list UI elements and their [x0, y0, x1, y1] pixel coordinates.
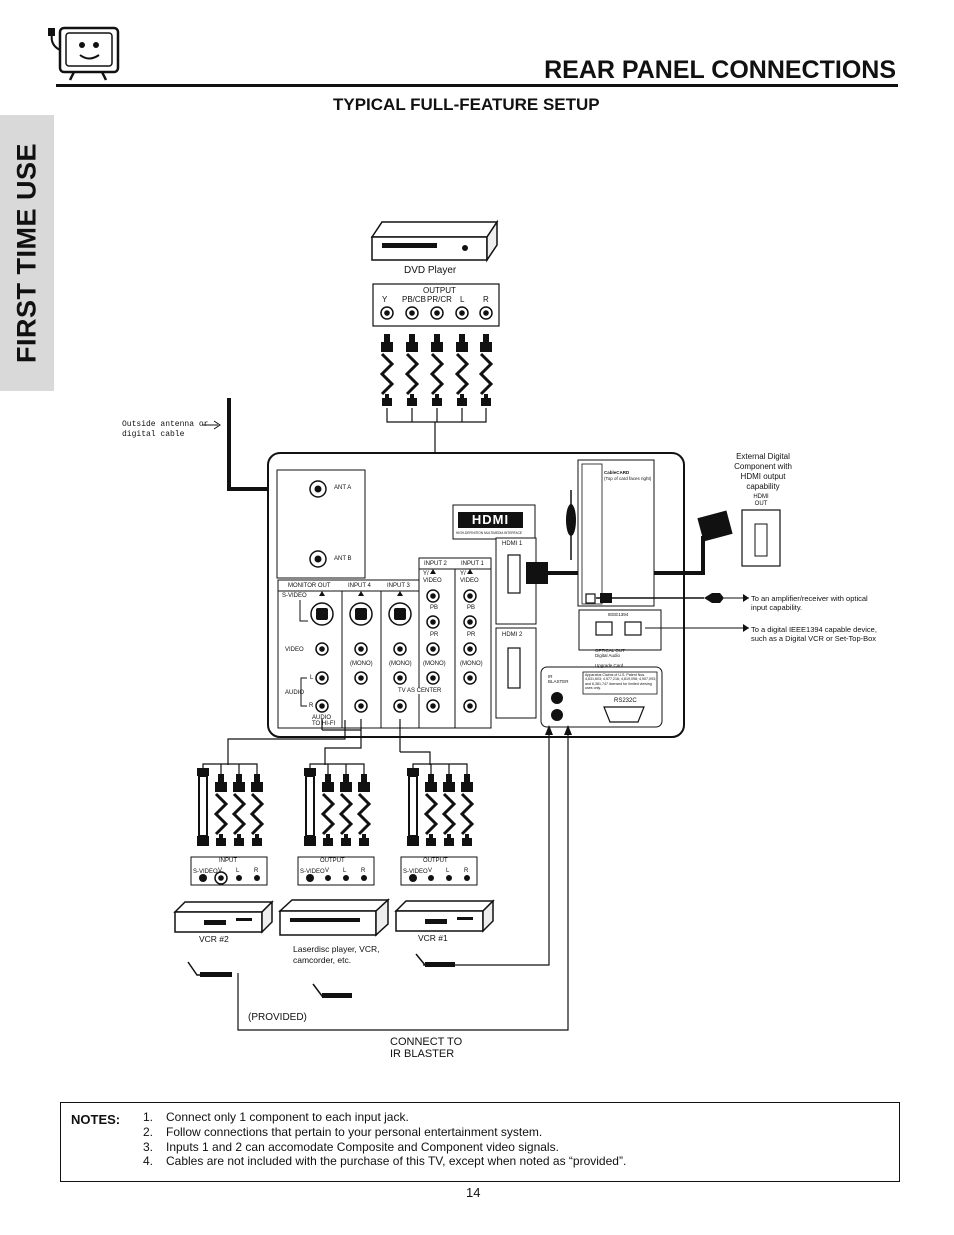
hdmi-tagline: HIGH-DEFINITION MULTIMEDIA INTERFACE: [456, 531, 522, 535]
input4-label: INPUT 4: [348, 583, 371, 589]
vcr2-jack-v: V: [218, 868, 223, 874]
vcr2-label: VCR #2: [199, 934, 229, 944]
connect-ir-line2: IR BLASTER: [390, 1048, 455, 1060]
input1-pb-label: PB: [467, 605, 476, 611]
hdmi1-label: HDMI 1: [502, 541, 523, 547]
audio-r-label: R: [309, 703, 314, 709]
laserdisc-jack-r: R: [361, 868, 366, 874]
vcr2-panel-label: INPUT: [219, 858, 237, 864]
vcr1-illustration: [394, 899, 495, 933]
vcr1-jack-v: V: [428, 868, 433, 874]
input2-mono-label: (MONO): [423, 661, 446, 667]
note-num-1: 1.: [143, 1110, 154, 1124]
cablecard-label: CableCARD: [604, 470, 630, 475]
laserdisc-jack-v: V: [325, 868, 330, 874]
laserdisc-jack-svideo: S-VIDEO: [300, 869, 325, 875]
vcr1-label: VCR #1: [418, 933, 448, 943]
vcr1-jack-svideo: S-VIDEO: [403, 869, 428, 875]
note-num-2: 2.: [143, 1125, 154, 1139]
page-title: REAR PANEL CONNECTIONS: [544, 56, 896, 84]
dvd-jack-pb: PB/CB: [402, 295, 427, 304]
laserdisc-panel-label: OUTPUT: [320, 858, 345, 864]
vcr1-panel-label: OUTPUT: [423, 858, 448, 864]
digital-audio-label: Digital Audio: [595, 653, 621, 658]
vcr2-illustration: [173, 900, 274, 934]
input3-label: INPUT 3: [387, 583, 410, 589]
connect-ir-line1: CONNECT TO: [390, 1036, 463, 1048]
audio-l-label: L: [310, 675, 314, 681]
vcr2-jack-svideo: S-VIDEO: [193, 869, 218, 875]
ir-blaster-label: IR BLASTER: [548, 674, 569, 684]
input1-y-video-label: Y/ VIDEO: [460, 571, 479, 584]
hdmi2-label: HDMI 2: [502, 632, 523, 638]
dvd-player-illustration: [370, 219, 499, 263]
note-text-4: Cables are not included with the purchas…: [166, 1154, 627, 1168]
provided-label: (PROVIDED): [248, 1012, 307, 1023]
dvd-jack-l: L: [460, 295, 465, 304]
amplifier-note: To an amplifier/receiver with optical in…: [751, 594, 868, 612]
optical-out-label: OPTICAL OUT: [595, 648, 625, 653]
laserdisc-label: Laserdisc player, VCR, camcorder, etc.: [293, 944, 380, 965]
cablecard-note: (Top of card faces right): [604, 476, 652, 481]
notes-box: 1. Connect only 1 component to each inpu…: [60, 1102, 900, 1182]
ir-blaster-cables: [187, 953, 455, 998]
input1-pr-label: PR: [467, 632, 476, 638]
notes-heading: NOTES:: [71, 1112, 121, 1127]
note-text-1: Connect only 1 component to each input j…: [166, 1110, 409, 1124]
dvd-jack-r: R: [483, 295, 489, 304]
page-subtitle: TYPICAL FULL-FEATURE SETUP: [333, 95, 600, 114]
laserdisc-illustration: [278, 898, 390, 937]
note-num-4: 4.: [143, 1154, 154, 1168]
side-tab: FIRST TIME USE: [0, 115, 54, 391]
dvd-jack-y: Y: [382, 295, 388, 304]
page-number: 14: [466, 1185, 481, 1200]
ieee1394-label: IEEE1394: [608, 612, 629, 617]
dvd-jack-pr: PR/CR: [427, 295, 452, 304]
note-num-3: 3.: [143, 1140, 154, 1154]
tv-mascot-logo: [48, 26, 120, 81]
input2-pr-label: PR: [430, 632, 439, 638]
tv-as-center-label: TV AS CENTER: [398, 688, 442, 694]
dvd-output-label: OUTPUT: [423, 286, 456, 295]
monitor-out-label: MONITOR OUT: [288, 583, 331, 589]
upgrade-card-label: Upgrade Card: [595, 663, 624, 668]
patent-text: Apparatus Claims of U.S. Patent Nos. 4,6…: [585, 673, 656, 690]
vcr2-jack-r: R: [254, 868, 259, 874]
input2-y-video-label: Y/ VIDEO: [423, 571, 442, 584]
note-text-3: Inputs 1 and 2 can accomodate Composite …: [166, 1140, 559, 1154]
ant-a-label: ANT A: [334, 485, 352, 491]
input4-mono-label: (MONO): [350, 661, 373, 667]
vcr1-jack-r: R: [464, 868, 469, 874]
laserdisc-jack-l: L: [343, 868, 347, 874]
s-video-label: S-VIDEO: [282, 593, 307, 599]
input2-pb-label: PB: [430, 605, 439, 611]
audio-label: AUDIO: [285, 690, 305, 696]
dvd-label: DVD Player: [404, 265, 457, 276]
hdmi-out-label: HDMI OUT: [753, 494, 769, 507]
antenna-label-1: Outside antenna or: [122, 420, 209, 429]
input1-label: INPUT 1: [461, 561, 484, 567]
audio-to-hifi-label: AUDIO TO HI-FI: [312, 715, 336, 727]
ant-b-label: ANT B: [334, 556, 352, 562]
external-hdmi-label: External Digital Component with HDMI out…: [734, 452, 792, 491]
rs232c-label: RS232C: [614, 698, 637, 704]
input2-label: INPUT 2: [424, 561, 447, 567]
antenna-label-2: digital cable: [122, 430, 185, 439]
vcr2-jack-l: L: [236, 868, 240, 874]
input1-mono-label: (MONO): [460, 661, 483, 667]
vcr1-jack-l: L: [446, 868, 450, 874]
video-label: VIDEO: [285, 647, 304, 653]
input3-mono-label: (MONO): [389, 661, 412, 667]
title-rule: [56, 84, 898, 87]
hdmi-logo: HDMI: [471, 512, 510, 527]
note-text-2: Follow connections that pertain to your …: [166, 1125, 543, 1139]
ieee-note: To a digital IEEE1394 capable device, su…: [751, 625, 877, 643]
